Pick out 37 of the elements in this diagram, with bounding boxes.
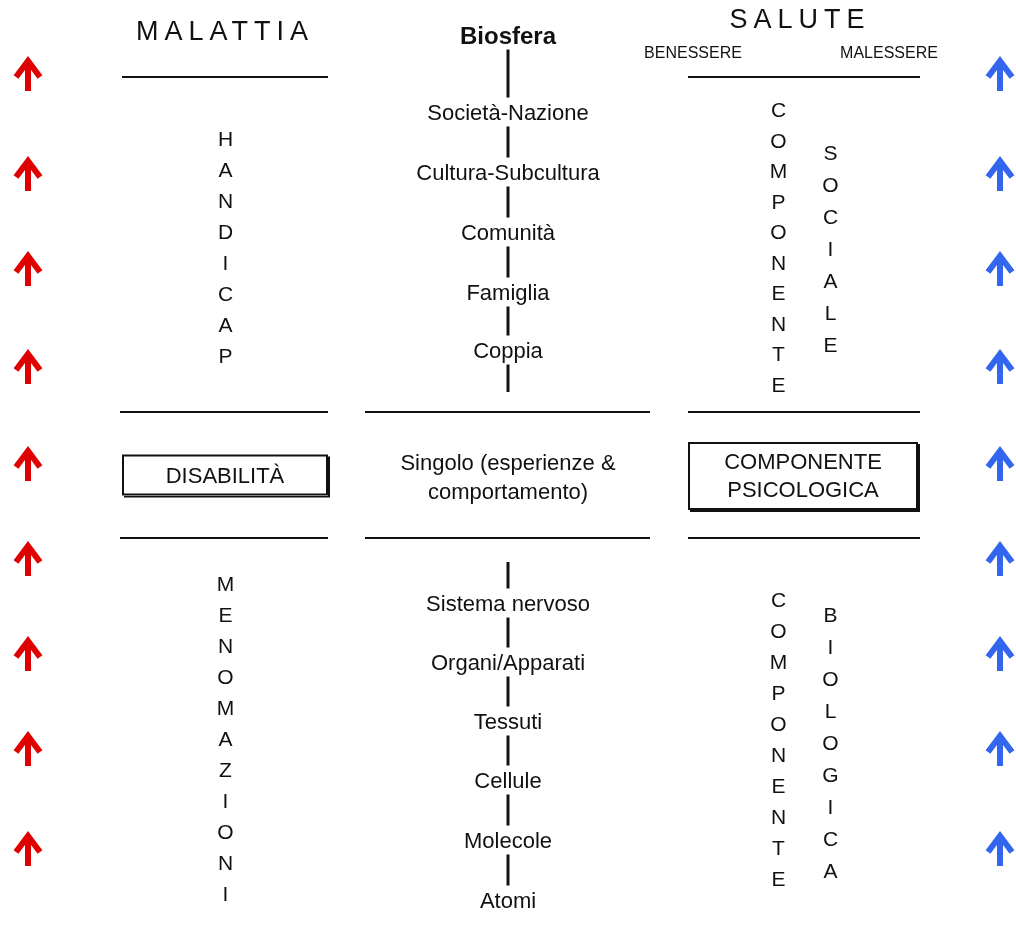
connector-line: [506, 126, 510, 158]
node-label: Organi/Apparati: [430, 647, 586, 677]
node-label: Singolo (esperienze & comportamento): [378, 448, 638, 506]
vertical-label: MENOMAZIONI: [213, 572, 237, 913]
node-label: Coppia: [473, 335, 543, 365]
connector-line: [506, 49, 510, 98]
connector-line: [506, 735, 510, 766]
column-subheading: BENESSERE: [643, 44, 743, 62]
connector-line: [506, 186, 510, 218]
node-label: Atomi: [479, 885, 537, 915]
vertical-label: BIOLOGICA: [818, 603, 842, 891]
node-label: Tessuti: [473, 706, 543, 736]
connector-line: [506, 246, 510, 278]
connector-line: [506, 306, 510, 336]
connector-line: [506, 562, 510, 589]
connector-line: [506, 617, 510, 648]
connector-line: [506, 854, 510, 886]
vertical-label: SOCIALE: [818, 141, 842, 365]
node-label: Cultura-Subcultura: [416, 157, 600, 187]
node-label: Comunità: [460, 217, 556, 247]
node-label: Biosfera: [460, 20, 556, 50]
node-label: Famiglia: [466, 277, 550, 307]
node-label: Società-Nazione: [427, 97, 589, 127]
label-box: DISABILITÀ: [122, 454, 328, 496]
label-box: COMPONENTE PSICOLOGICA: [688, 442, 918, 510]
connector-line: [506, 676, 510, 707]
vertical-label: COMPONENTE: [766, 588, 790, 898]
column-heading: SALUTE: [728, 4, 872, 35]
vertical-label: HANDICAP: [213, 127, 237, 375]
node-label: Molecole: [464, 825, 552, 855]
node-label: Cellule: [474, 765, 542, 795]
connector-line: [506, 364, 510, 392]
vertical-label: COMPONENTE: [766, 98, 790, 403]
node-label: Sistema nervoso: [426, 588, 590, 618]
connector-line: [506, 794, 510, 826]
column-subheading: MALESSERE: [839, 44, 939, 62]
column-heading: MALATTIA: [135, 16, 315, 47]
